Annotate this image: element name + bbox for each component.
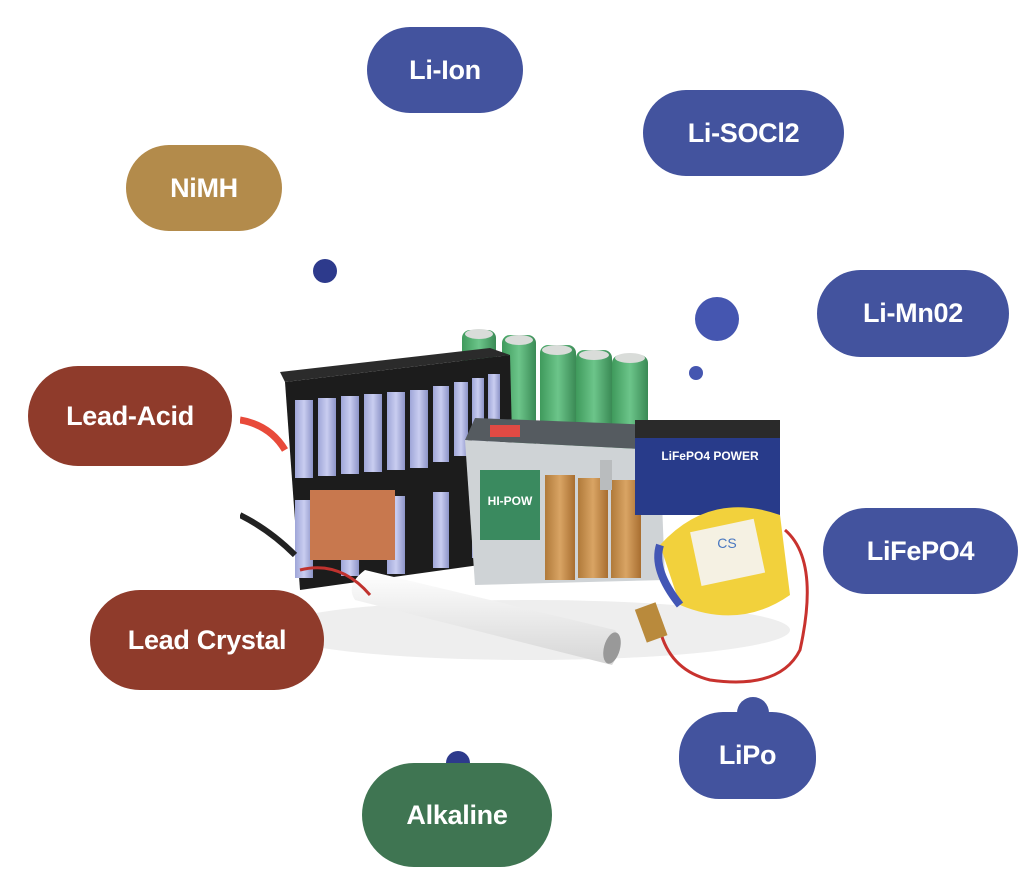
label-lifepo4[interactable]: LiFePO4 (823, 508, 1018, 594)
decor-dot (695, 297, 739, 341)
label-lead-crystal[interactable]: Lead Crystal (90, 590, 324, 690)
lithium-cell-pack (240, 348, 515, 590)
battery-collection-image: HI-POW LiFePO4 POWER CS (240, 329, 809, 684)
lead-acid-brand: HI-POW (488, 494, 533, 508)
label-lipo[interactable]: LiPo (679, 712, 816, 799)
decor-dot (313, 259, 337, 283)
yellow-lithium-pack: CS (634, 507, 809, 684)
decor-dot (689, 366, 703, 380)
label-nimh[interactable]: NiMH (126, 145, 282, 231)
label-li-socl2[interactable]: Li-SOCl2 (643, 90, 844, 176)
lithium-pack-brand: CS (717, 535, 736, 551)
white-stick-pack (299, 566, 621, 665)
label-li-mno2[interactable]: Li-Mn02 (817, 270, 1009, 357)
lead-acid-battery: HI-POW (465, 418, 665, 585)
label-li-ion[interactable]: Li-Ion (367, 27, 523, 113)
label-lead-acid[interactable]: Lead-Acid (28, 366, 232, 466)
label-alkaline[interactable]: Alkaline (362, 763, 552, 867)
lifepo4-brand: LiFePO4 POWER (661, 449, 759, 463)
lifepo4-battery: LiFePO4 POWER (635, 420, 780, 515)
